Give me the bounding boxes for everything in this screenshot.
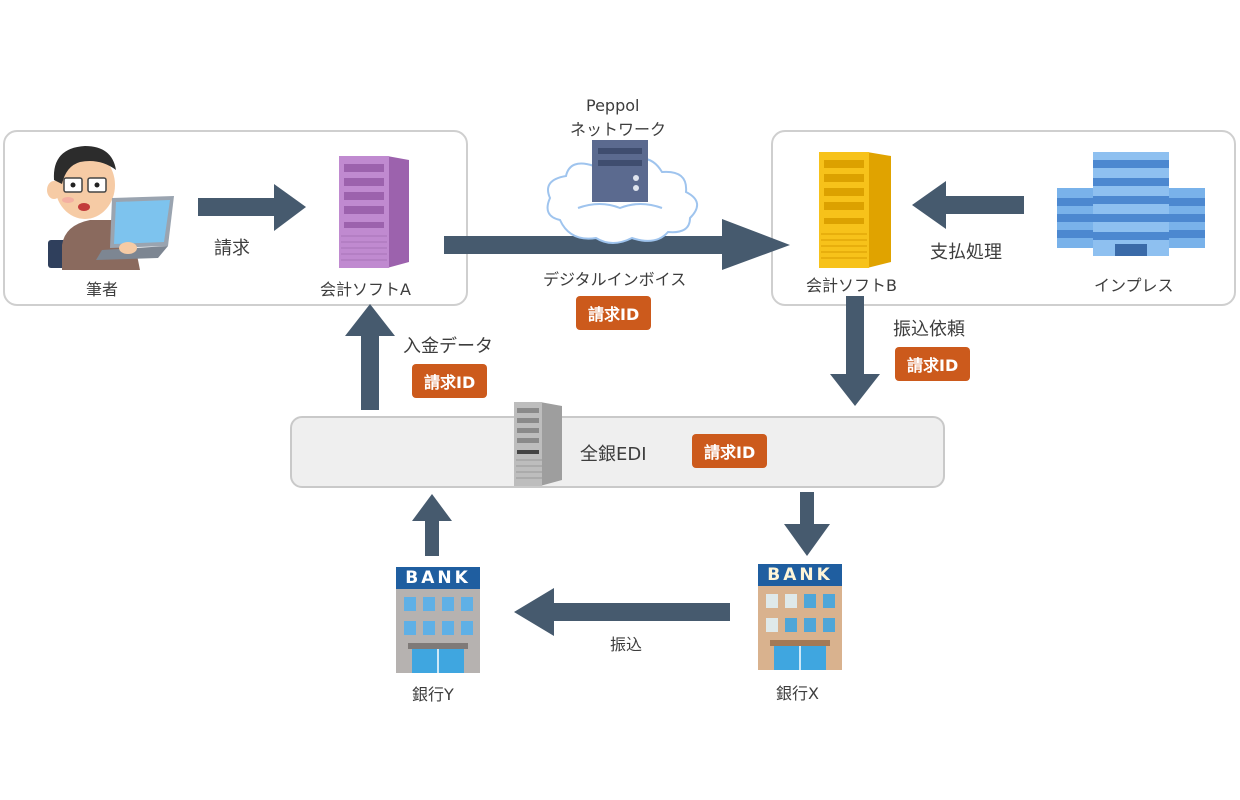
software-a-label: 会計ソフトA	[320, 280, 411, 299]
edge-label-deposit-data: 入金データ	[403, 336, 493, 357]
invoice-id-badge-edi: 請求ID	[692, 434, 768, 468]
bank-x: BANK	[758, 564, 842, 670]
office-building-icon	[1057, 152, 1205, 256]
arrow-bank-x-to-bank-y	[514, 588, 730, 636]
arrow-bank-y-to-edi	[412, 494, 452, 556]
invoice-id-badge-transfer-request: 請求ID	[895, 347, 971, 381]
peppol-label-line2: ネットワーク	[570, 120, 667, 139]
arrow-edi-to-bank-x	[784, 492, 830, 556]
server-icon-edi	[514, 402, 562, 486]
cloud-server-icon	[546, 140, 698, 244]
invoice-id-badge-deposit-data: 請求ID	[412, 364, 488, 398]
arrow-software-b-to-edi	[830, 296, 880, 406]
arrow-author-to-software-a	[198, 184, 306, 231]
zengin-edi-label: 全銀EDI	[580, 444, 647, 465]
arrow-edi-to-software-a	[345, 304, 395, 410]
edge-label-payment-processing: 支払処理	[930, 242, 1002, 263]
server-icon-software-a	[339, 156, 409, 268]
bank-building-icon	[396, 567, 480, 673]
author-label: 筆者	[86, 280, 119, 299]
bank-x-sign: BANK	[767, 565, 833, 585]
software-b-label: 会計ソフトB	[806, 276, 897, 295]
edge-label-digital-invoice: デジタルインボイス	[543, 270, 687, 289]
bank-x-label: 銀行X	[776, 684, 819, 703]
zengin-edi-bar	[290, 416, 945, 488]
invoice-id-badge-digital-invoice: 請求ID	[576, 296, 652, 330]
bank-y-label: 銀行Y	[412, 685, 454, 704]
bank-y: BANK	[396, 567, 480, 673]
bank-building-icon	[758, 564, 842, 670]
person-laptop-icon	[47, 146, 174, 270]
arrow-impress-to-software-b	[912, 181, 1024, 229]
edge-label-transfer-request: 振込依頼	[893, 319, 965, 340]
bank-y-sign: BANK	[405, 568, 471, 588]
impress-label: インプレス	[1094, 276, 1174, 295]
edge-label-transfer: 振込	[610, 635, 643, 654]
server-icon-software-b	[819, 152, 891, 268]
peppol-label-line1: Peppol	[586, 96, 640, 115]
edge-label-invoice: 請求	[214, 238, 250, 259]
